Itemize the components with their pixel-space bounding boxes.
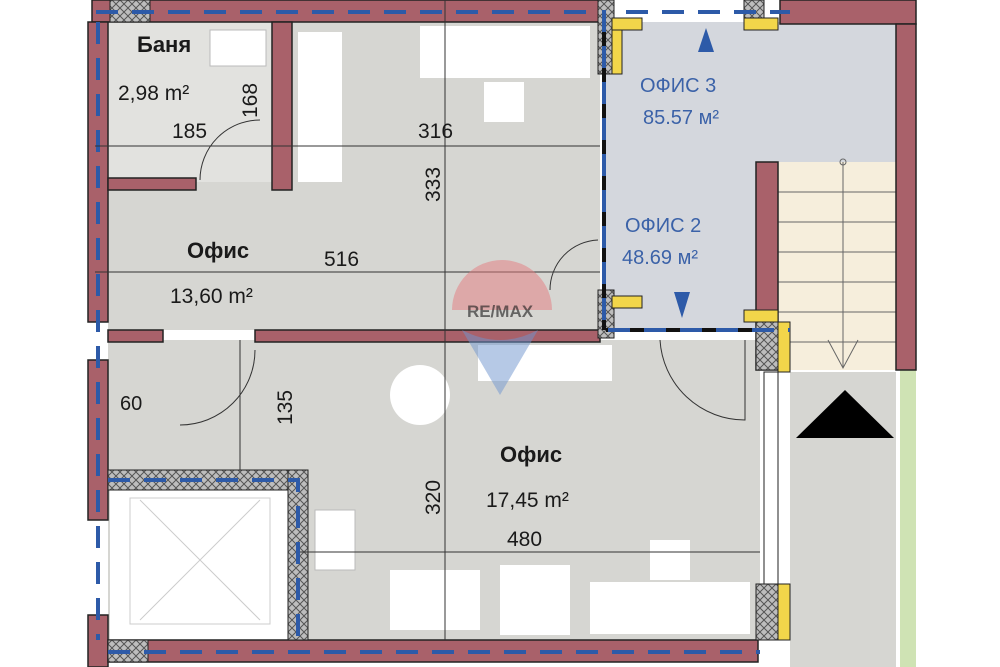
dim-bath-height: 168 [239, 83, 262, 118]
dim-hall-height: 135 [274, 390, 297, 425]
elevator-car [129, 497, 271, 625]
stair-steps [778, 162, 896, 370]
dimension-lines [95, 0, 760, 640]
office-1-name: Офис [187, 238, 249, 263]
doors [179, 119, 746, 426]
elevator-cross [139, 499, 261, 621]
stove [314, 509, 356, 571]
sofa [590, 582, 750, 634]
elevator-shaft [110, 490, 290, 640]
unit-3-area: 85.57 м² [643, 107, 719, 129]
office-2-area: 17,45 m² [486, 489, 569, 512]
stair-landing [756, 22, 896, 162]
desk [420, 26, 590, 78]
stair-start-marker [839, 158, 847, 166]
dim-office1-top: 316 [418, 120, 453, 143]
office-1-area: 13,60 m² [170, 285, 253, 308]
kitchen-counter [390, 570, 480, 630]
unit-3-floor [606, 22, 756, 330]
insulation [611, 17, 791, 641]
dim-office1-width: 516 [324, 248, 359, 271]
cabinet [298, 32, 342, 182]
window [763, 371, 779, 585]
unit-2-name: ОФИС 2 [625, 215, 701, 237]
unit-3-name: ОФИС 3 [640, 75, 716, 97]
dim-closet: 60 [120, 393, 142, 415]
stairs [778, 162, 896, 370]
office-2-name: Офис [500, 442, 562, 467]
bathroom-name: Баня [137, 32, 191, 57]
green-strip [900, 370, 916, 667]
dim-office1-height: 333 [422, 167, 445, 202]
arrow-down-icon [674, 292, 690, 318]
chair [484, 82, 524, 122]
fridge [500, 565, 570, 635]
dim-office2-height: 320 [422, 480, 445, 515]
watermark-text: RE/MAX [467, 302, 534, 321]
dining-table [390, 365, 450, 425]
arrow-up-icon [698, 28, 714, 52]
armchair [650, 540, 690, 580]
dim-bath-width: 185 [172, 120, 207, 143]
unit-boundary [96, 10, 790, 654]
remax-watermark [452, 260, 552, 395]
bathroom-area: 2,98 m² [118, 82, 189, 105]
sink [209, 29, 267, 67]
unit-2-area: 48.69 м² [622, 247, 698, 269]
entrance-triangle-icon [796, 390, 894, 438]
dim-office2-width: 480 [507, 528, 542, 551]
